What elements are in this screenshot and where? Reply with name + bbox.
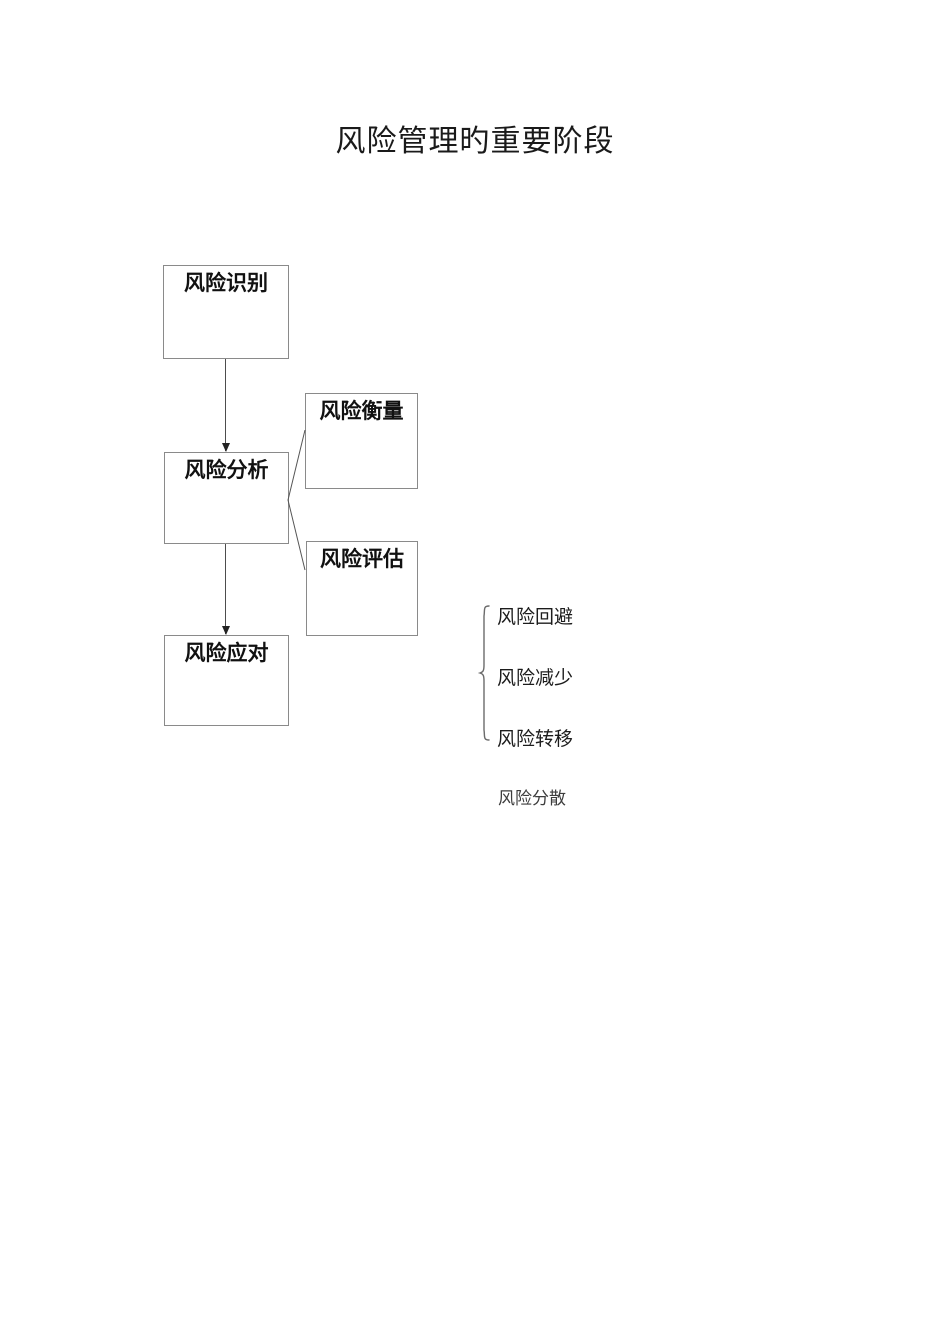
flow-box-label: 风险评估: [320, 547, 404, 571]
flow-box-label: 风险分析: [184, 458, 269, 482]
flow-box-label: 风险识别: [184, 271, 268, 295]
response-option-risk-dispersion: 风险分散: [498, 789, 566, 808]
arrow-analysis-to-response: [221, 544, 230, 635]
flow-box-label: 风险应对: [184, 641, 269, 665]
flow-box-risk-response: 风险应对: [164, 635, 289, 726]
page-title: 风险管理旳重要阶段: [335, 125, 615, 158]
flow-box-risk-identification: 风险识别: [163, 265, 289, 359]
flow-box-risk-analysis: 风险分析: [164, 452, 289, 544]
flow-box-risk-measurement: 风险衡量: [305, 393, 418, 489]
response-option-risk-transfer: 风险转移: [497, 729, 574, 750]
arrow-identification-to-analysis: [221, 359, 230, 452]
flow-box-label: 风险衡量: [319, 399, 404, 423]
response-option-risk-reduction: 风险减少: [497, 668, 574, 689]
flow-box-risk-evaluation: 风险评估: [306, 541, 418, 636]
fork-connector-analysis-to-branches: [287, 430, 306, 571]
curly-brace-icon: [477, 605, 490, 741]
response-option-risk-avoidance: 风险回避: [497, 607, 574, 628]
